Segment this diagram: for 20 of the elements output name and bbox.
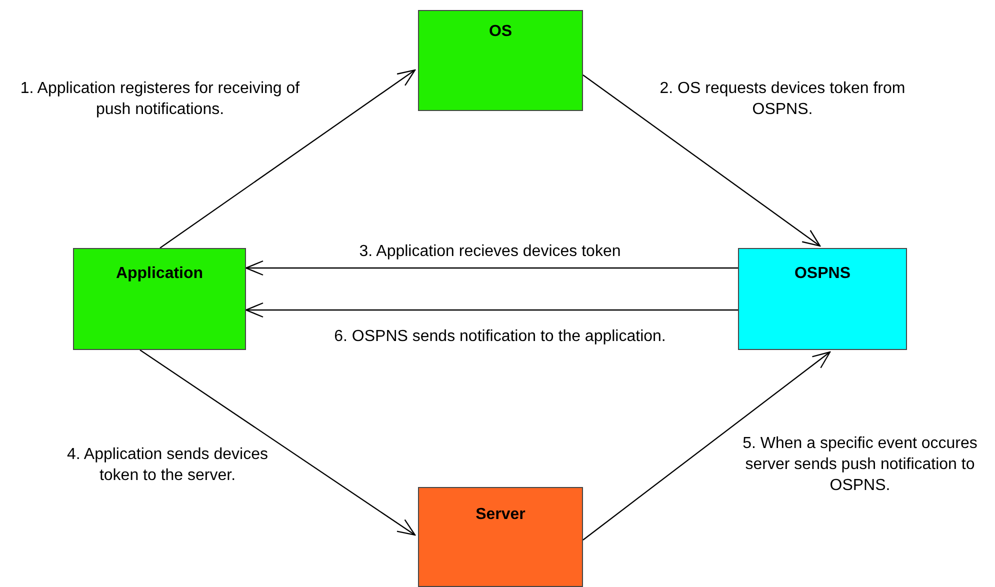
arrow [160,69,416,248]
arrow [140,350,416,536]
box-label: Server [476,506,526,524]
process-box [418,10,583,111]
edge-label: 2. OS requests devices token from OSPNS. [658,79,906,120]
arrow [582,74,821,247]
box-label: OSPNS [794,265,850,283]
arrow [582,351,831,540]
box-label: Application [116,265,204,283]
edge-label: 4. Application sends devices token to the server. [66,445,269,486]
box-label: OS [488,23,512,41]
arrow [245,302,738,318]
edge-label: 6. OSPNS sends notification to the application. [333,327,667,347]
process-box [418,487,583,587]
process-box [73,248,246,350]
arrow [245,260,738,276]
edge-label: 5. When a specific event occures server sends push notification to OSPNS. [742,434,978,496]
edge-label: 1. Application registeres for receiving of push notifications. [19,79,301,120]
process-box [738,248,907,350]
edge-label: 3. Application recieves devices token [358,242,622,262]
